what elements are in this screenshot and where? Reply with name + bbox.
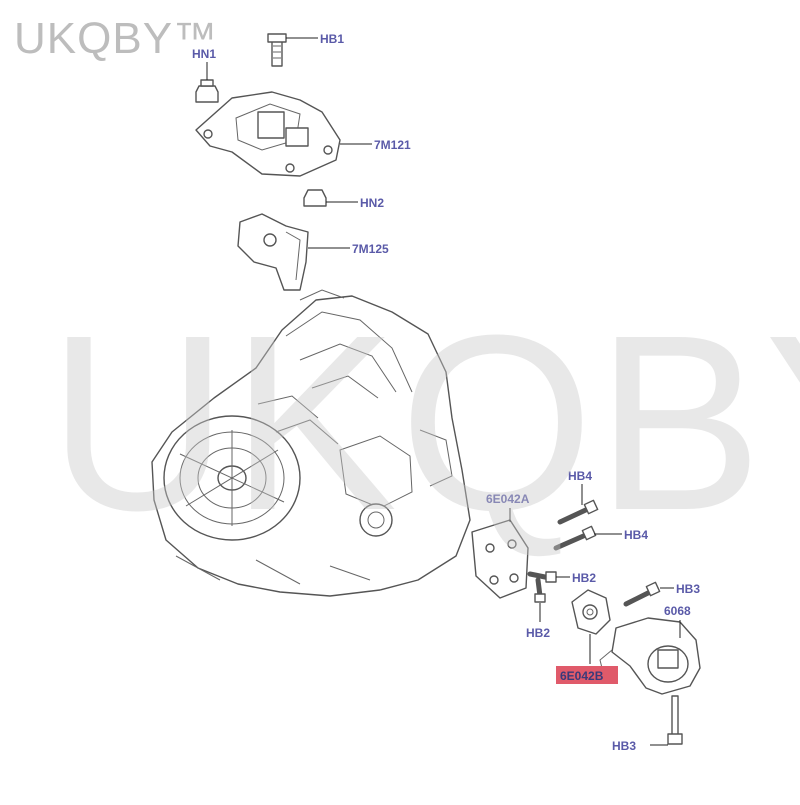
label-hb2-right: HB2 bbox=[572, 571, 596, 585]
label-hb2-bottom: HB2 bbox=[526, 626, 550, 640]
label-6068: 6068 bbox=[664, 604, 691, 618]
label-hn1: HN1 bbox=[192, 47, 216, 61]
transmission-housing bbox=[151, 289, 471, 597]
bolt-hb2-lower bbox=[534, 577, 546, 603]
label-hb1: HB1 bbox=[320, 32, 344, 46]
mount-7m121 bbox=[195, 91, 341, 177]
label-6e042b: 6E042B bbox=[560, 669, 604, 683]
label-hb3-bottom: HB3 bbox=[612, 739, 636, 753]
watermark-big: UKQBY™ bbox=[48, 283, 800, 562]
mount-6068 bbox=[599, 617, 701, 695]
label-6e042a: 6E042A bbox=[486, 492, 530, 506]
nut-hn2 bbox=[303, 189, 327, 207]
bracket-6e042a bbox=[471, 519, 529, 599]
bracket-7m125 bbox=[237, 213, 309, 291]
label-hn2: HN2 bbox=[360, 196, 384, 210]
highlight-box-6e042b bbox=[556, 666, 618, 684]
label-7m121: 7M121 bbox=[374, 138, 411, 152]
bolt-hb4-upper bbox=[557, 499, 599, 525]
label-7m125: 7M125 bbox=[352, 242, 389, 256]
label-hb4-top: HB4 bbox=[568, 469, 592, 483]
bolt-hb3-lower bbox=[667, 695, 683, 745]
bushing-6e042b bbox=[571, 589, 611, 635]
bolt-hb4-lower bbox=[553, 525, 597, 551]
bolt-hb3-upper bbox=[623, 581, 661, 607]
label-hb4-right: HB4 bbox=[624, 528, 648, 542]
watermark-small: UKQBY™ bbox=[14, 14, 219, 63]
label-hb3-top: HB3 bbox=[676, 582, 700, 596]
nut-hn1 bbox=[195, 79, 219, 103]
